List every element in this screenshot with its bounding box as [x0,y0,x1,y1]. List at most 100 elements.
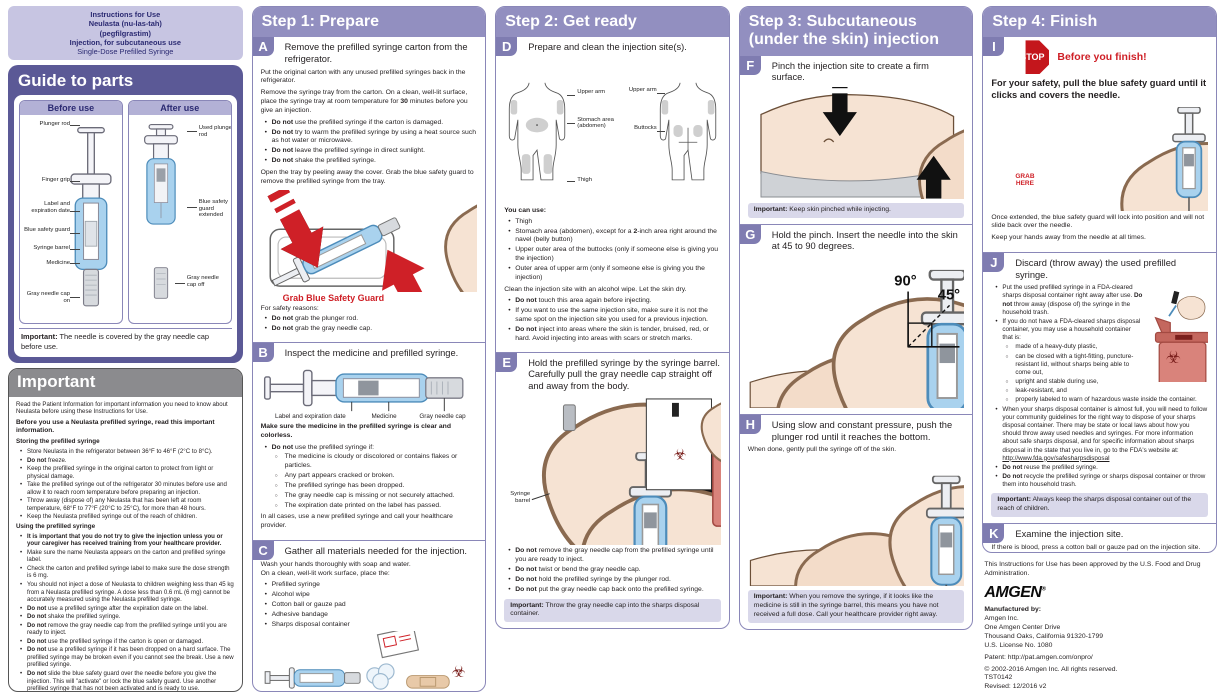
syringe-horizontal-icon [263,369,464,411]
bullet-item: Keep the Neulasta prefilled syringe out … [20,513,235,521]
insert-needle-figure: 90° 45° [748,256,965,409]
step1b-list: Do not use the prefilled syringe if: The… [261,444,478,511]
fda-sharps-link[interactable]: http://www.fda.gov/safesharpsdisposal [1002,454,1110,462]
part-label: Gray needle cap off [186,275,219,288]
push-plunger-figure [748,458,965,587]
address-line: One Amgen Center Drive [984,624,1061,632]
part-label: Gray needle cap on [26,291,70,304]
bullet-item: The medicine is cloudy or discolored or … [275,453,478,471]
bullet-item: It is important that you do not try to g… [20,533,235,548]
tray-grab-illustration [261,190,478,292]
bullet-item: Thigh [508,218,721,227]
section-f-heading: Pinch the injection site to create a fir… [771,60,929,83]
section-i-heading: For your safety, pull the blue safety gu… [991,78,1207,101]
callout-label: Gray needle cap [419,412,466,420]
svg-text:☣: ☣ [673,448,686,464]
bullet-item: Store Neulasta in the refrigerator betwe… [20,448,235,456]
before-use-figure: Plunger rod Finger grip Label and expira… [20,115,122,323]
paragraph: Make sure the medicine in the prefilled … [260,422,451,439]
bullet-item: properly labeled to warn of hazardous wa… [1005,396,1208,404]
bullet-item: If you do not have a FDA-cleared sharps … [995,318,1208,405]
insert-needle-illustration: 90° 45° [749,256,965,409]
step1a-safety-list: Do not grab the plunger rod. Do not grab… [261,315,478,334]
section-letter: J [983,253,1005,273]
footer: This Instructions for Use has been appro… [982,558,1217,692]
bullet-item: Do not shake the prefilled syringe. [20,613,235,621]
step2e-donts: Do not remove the gray needle cap from t… [504,547,721,594]
safety-guard-illustration [991,105,1208,211]
section-k-heading: Examine the injection site. [1015,529,1124,540]
pull-cap-illustration: ☣ [531,395,721,545]
clean-site-list: Do not touch this area again before inje… [504,297,721,343]
revision-line: Revised: 12/2016 v2 [984,683,1047,691]
pull-cap-figure: ☣ Syringe barrel [504,395,721,545]
important-paragraph: Before you use a Neulasta prefilled syri… [16,418,215,435]
part-label: Finger grip [41,177,70,184]
section-letter: I [983,37,1005,57]
copyright-line: © 2002-2016 Amgen Inc. All rights reserv… [984,665,1118,673]
step4-title: Step 4: Finish [983,7,1216,38]
part-label: Blue safety guard extended [198,199,228,219]
syringe-barrel-label: Syringe barrel [510,491,531,504]
guide-important-note: Important: The needle is covered by the … [19,328,232,352]
doc-title-line: Neulasta (nu-las-tah) [88,19,162,29]
site-label: Stomach area (abdomen) [577,117,614,130]
step3-panel: Step 3: Subcutaneous (under the skin) in… [738,6,974,630]
fda-approved-note: This Instructions for Use has been appro… [984,561,1201,577]
important-paragraph: Read the Patient Information for importa… [16,400,228,416]
bullet-item: Keep the prefilled syringe in the origin… [20,465,235,480]
site-label: Thigh [577,177,592,183]
after-use-figure: Used plunger rod Blue safety guard exten… [129,115,231,323]
important-strip: Important: Throw the gray needle cap int… [504,598,721,623]
step2-panel: Step 2: Get ready D Prepare and clean th… [495,6,730,630]
paragraph: Remove the syringe tray from the carton.… [260,89,468,114]
section-letter: C [252,540,274,560]
storing-list: Store Neulasta in the refrigerator betwe… [16,448,235,521]
address-line: U.S. License No. 1080 [984,641,1053,649]
bullet-item: Do not inject into areas where the skin … [508,326,721,344]
body-front-icon [509,82,566,181]
section-b-heading: Inspect the medicine and prefilled syrin… [284,348,459,359]
bullet-item: When your sharps disposal container is a… [995,406,1208,463]
bullet-item: Take the prefilled syringe out of the re… [20,481,235,496]
materials-illustration: ☣ [264,631,465,691]
site-label: Buttocks [634,125,657,131]
bullet-item: Do not use the prefilled syringe if the … [20,638,235,646]
column-guide: Instructions for Use Neulasta (nu-las-ta… [8,6,243,692]
bullet-item: If you want to use the same injection si… [508,307,721,325]
bullet-item: Do not use the prefilled syringe if the … [265,119,478,128]
tray-grab-figure [261,190,478,292]
guide-inner: Before use [14,95,237,357]
syringe-before-icon [70,127,112,307]
syringe-inspect-figure: Label and expiration date Medicine Gray … [261,363,478,420]
column-step4: Step 4: Finish I STOP Before you finish!… [982,6,1217,692]
bullet-item: Do not touch this area again before inje… [508,297,721,306]
callout-label: Label and expiration date [275,412,346,420]
bullet-item: can be closed with a tight-fitting, punc… [1005,353,1208,378]
bullet-item: Do not remove the gray needle cap from t… [508,547,721,565]
paragraph: Put the original carton with any unused … [260,68,466,85]
bullet-item: Cotton ball or gauze pad [265,601,478,610]
storing-heading: Storing the prefilled syringe [16,438,100,446]
important-strip: Important: Keep skin pinched while injec… [747,203,965,218]
bullet-item: Do not use a prefilled syringe if it has… [20,646,235,669]
paragraph: Open the tray by peeling away the cover.… [260,168,474,185]
bullet-item: Sharps disposal container [265,621,478,630]
section-k: K Examine the injection site. If there i… [983,523,1216,552]
bullet-item: Prefilled syringe [265,581,478,590]
bullet-item: Do not use a prefilled syringe after the… [20,605,235,613]
section-a-heading: Remove the prefilled syringe carton from… [284,42,468,64]
section-d-heading: Prepare and clean the injection site(s). [528,42,687,53]
guide-to-parts-panel: Guide to parts Before use [8,65,243,363]
patent-line[interactable]: Patent: http://pat.amgen.com/onpro/ [984,653,1093,661]
doc-title-line: (pegfilgrastim) [99,28,151,38]
part-label: Plunger rod [39,121,70,128]
section-h-heading: Using slow and constant pressure, push t… [771,420,953,442]
bullet-item: upright and stable during use, [1005,378,1208,386]
column-step3: Step 3: Subcutaneous (under the skin) in… [738,6,974,692]
section-c-heading: Gather all materials needed for the inje… [284,545,468,556]
bullet-item: Do not leave the prefilled syringe in di… [265,147,478,156]
